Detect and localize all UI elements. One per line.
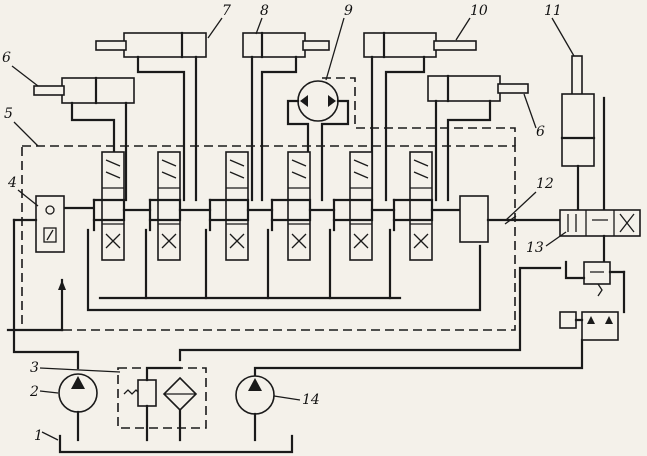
labels: 1 2 3 4 5 6 7 8 9 10 11 6 12 13 14 (2, 3, 575, 444)
pump-2 (58, 373, 98, 442)
filter-block-3 (117, 366, 207, 442)
valve-section-6 (392, 151, 434, 261)
relief-valve-13 (564, 260, 626, 297)
label-12: 12 (536, 176, 554, 192)
label-6-left: 6 (2, 50, 11, 66)
tank-1 (58, 434, 294, 454)
label-8: 8 (260, 3, 269, 19)
cylinder-8 (242, 31, 330, 202)
cylinder-6-right (427, 74, 529, 202)
valve-section-2 (148, 151, 182, 261)
label-5: 5 (4, 106, 13, 122)
valve-section-4 (270, 151, 312, 261)
label-3: 3 (30, 360, 39, 376)
label-13: 13 (526, 240, 544, 256)
valve-section-1 (92, 151, 126, 261)
label-7: 7 (222, 3, 231, 19)
hydraulic-motor-9 (286, 80, 350, 202)
directional-valve-13 (559, 209, 641, 264)
label-2: 2 (29, 384, 39, 400)
pump-14 (235, 375, 275, 442)
cylinder-7 (95, 31, 207, 202)
pressure-lines (6, 218, 584, 382)
label-10: 10 (470, 3, 488, 19)
label-1: 1 (34, 428, 43, 444)
valve-section-5 (332, 151, 374, 261)
valve-section-3 (208, 151, 250, 261)
label-11: 11 (544, 3, 562, 19)
supply-gallery (60, 198, 482, 332)
outlet-section-12 (459, 195, 562, 243)
valve-block-boundary (21, 77, 516, 331)
relief-valve-4 (12, 195, 66, 290)
label-4: 4 (7, 175, 17, 191)
control-manifold (559, 270, 626, 341)
label-6-right: 6 (536, 124, 545, 140)
cylinder-10 (363, 31, 477, 202)
label-14: 14 (302, 392, 320, 408)
cylinder-11 (560, 55, 606, 214)
label-9: 9 (344, 3, 353, 19)
